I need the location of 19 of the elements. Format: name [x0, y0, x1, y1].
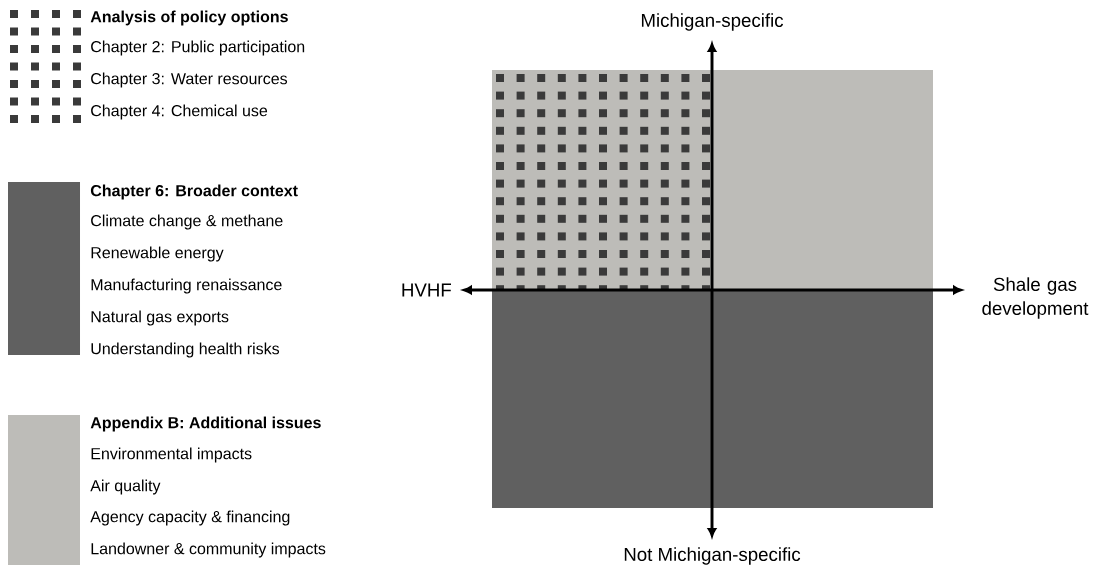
legend-heading: Chapter 6: Broader context: [90, 184, 298, 200]
legend-item: Air quality: [90, 479, 161, 495]
legend-item: Environmental impacts: [91, 447, 252, 463]
legend-item: Natural gas exports: [91, 310, 229, 326]
legend-item: Agency capacity & financing: [90, 510, 290, 526]
legend-heading: Appendix B: Additional issues: [90, 416, 321, 432]
legend-item: Climate change & methane: [91, 214, 283, 230]
axis-label: Not Michigan-specific: [624, 547, 801, 565]
legend-item: Understanding health risks: [91, 342, 280, 358]
legend-item: Landowner & community impacts: [91, 542, 326, 558]
legend-heading: Analysis of policy options: [90, 10, 288, 26]
legend-item: Chapter 3: Water resources: [91, 72, 288, 88]
legend-item: Chapter 2: Public participation: [91, 40, 305, 56]
axis-label: Michigan-specific: [641, 13, 784, 31]
legend-item: Renewable energy: [91, 246, 224, 262]
axis-label: Shale gas development: [982, 277, 1089, 319]
legend-item: Chapter 4: Chemical use: [91, 104, 268, 120]
axis-label: HVHF: [402, 283, 451, 297]
legend-item: Manufacturing renaissance: [91, 278, 282, 294]
